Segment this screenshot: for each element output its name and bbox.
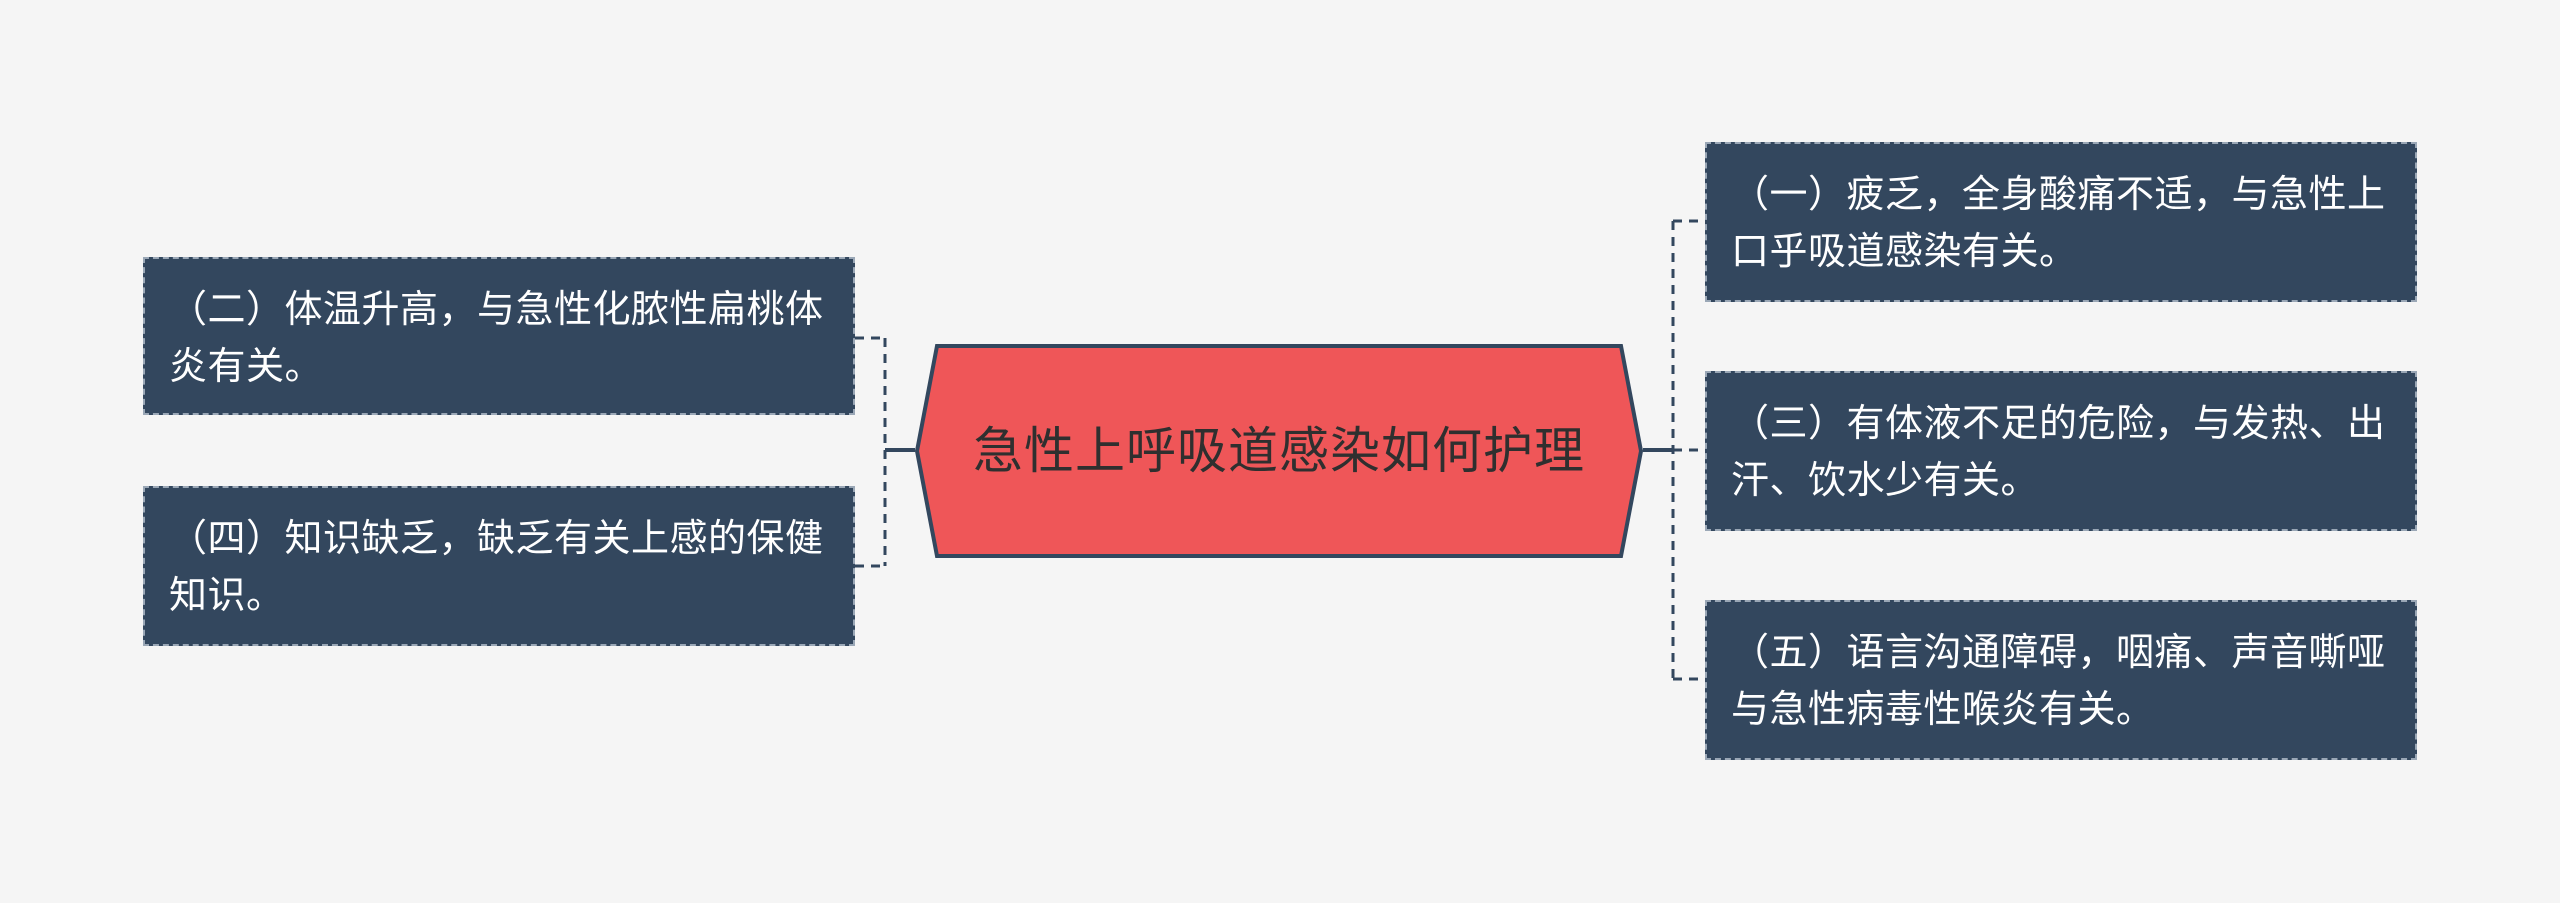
central-topic-node[interactable]: 急性上呼吸道感染如何护理 <box>915 344 1643 558</box>
hexagon-shape <box>915 344 1643 558</box>
leaf-node-left-1[interactable]: （二）体温升高，与急性化脓性扁桃体炎有关。 <box>143 257 855 415</box>
leaf-node-left-2[interactable]: （四）知识缺乏，缺乏有关上感的保健知识。 <box>143 486 855 646</box>
leaf-node-right-2[interactable]: （三）有体液不足的危险，与发热、出汗、饮水少有关。 <box>1705 371 2417 531</box>
leaf-node-right-3[interactable]: （五）语言沟通障碍，咽痛、声音嘶哑与急性病毒性喉炎有关。 <box>1705 600 2417 760</box>
leaf-node-text: （三）有体液不足的危险，与发热、出汗、饮水少有关。 <box>1731 401 2386 502</box>
leaf-node-right-1[interactable]: （一）疲乏，全身酸痛不适，与急性上口乎吸道感染有关。 <box>1705 142 2417 302</box>
leaf-node-text: （五）语言沟通障碍，咽痛、声音嘶哑与急性病毒性喉炎有关。 <box>1731 630 2386 731</box>
central-topic-title: 急性上呼吸道感染如何护理 <box>973 422 1585 480</box>
leaf-node-text: （四）知识缺乏，缺乏有关上感的保健知识。 <box>169 516 824 617</box>
leaf-node-text: （一）疲乏，全身酸痛不适，与急性上口乎吸道感染有关。 <box>1731 172 2386 273</box>
leaf-node-text: （二）体温升高，与急性化脓性扁桃体炎有关。 <box>169 287 824 388</box>
